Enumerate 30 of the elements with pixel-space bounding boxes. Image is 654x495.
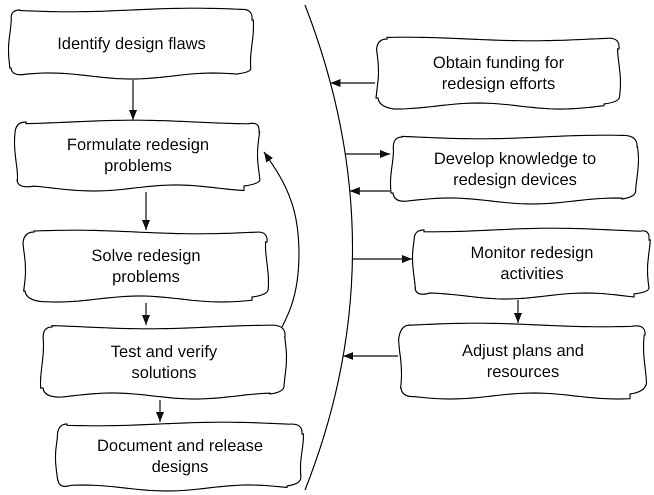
box-label: Develop knowledge to redesign devices [432,149,598,191]
process-box [412,228,652,300]
arrow [514,300,522,323]
box-label: Obtain funding for redesign efforts [432,52,566,94]
process-box [40,325,288,400]
process-box [8,8,255,80]
process-box [14,120,262,192]
process-box [398,323,648,400]
arrow [330,79,375,87]
box-label: Document and release designs [96,436,264,478]
process-box [22,230,270,303]
box-label: Monitor redesign activities [470,243,594,285]
arrow [142,303,150,325]
process-box [375,37,622,110]
box-label: Test and verify solutions [110,342,218,384]
arrow [345,150,390,158]
process-box [390,135,640,205]
box-label: Solve redesign problems [90,246,202,288]
box-label: Identify design flaws [57,34,206,54]
arrow [264,152,300,328]
arrow [343,352,398,360]
bracket-curve [305,5,355,490]
arrow [350,187,390,195]
arrow [142,192,150,230]
box-label: Formulate redesign problems [66,135,210,177]
arrow [352,255,412,263]
process-box [55,422,305,492]
arrow [129,80,137,120]
arrow [156,400,164,422]
box-label: Adjust plans and resources [460,340,585,382]
